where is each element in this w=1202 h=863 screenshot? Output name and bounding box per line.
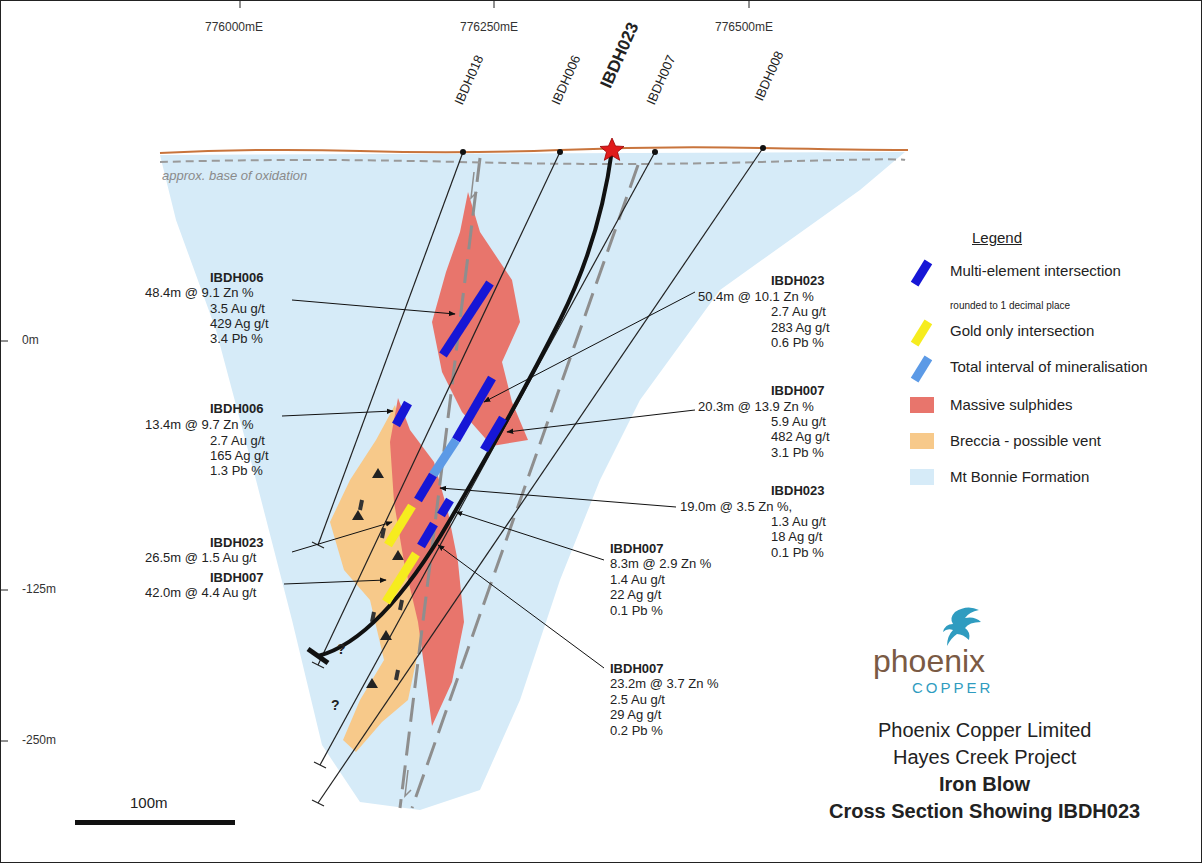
legend-swatch bbox=[910, 397, 934, 413]
legend-swatch bbox=[911, 320, 932, 347]
map-label: IBDH006 bbox=[210, 270, 263, 285]
map-label: 0.6 Pb % bbox=[771, 335, 824, 350]
map-label: approx. base of oxidation bbox=[162, 168, 307, 183]
map-label: 482 Ag g/t bbox=[771, 429, 830, 444]
map-label: IBDH007 bbox=[610, 541, 663, 556]
map-label: IBDH007 bbox=[610, 661, 663, 676]
legend-text: Massive sulphides bbox=[950, 396, 1073, 413]
legend-text: Total interval of mineralisation bbox=[950, 358, 1148, 375]
drill-hole-label: IBDH006 bbox=[548, 52, 583, 106]
map-label: 18 Ag g/t bbox=[771, 529, 822, 544]
legend-swatch bbox=[911, 260, 932, 287]
map-label: 2.7 Au g/t bbox=[210, 433, 265, 448]
map-label: -125m bbox=[22, 582, 56, 597]
map-label: -250m bbox=[22, 733, 56, 748]
map-label: 19.0m @ 3.5 Zn %, bbox=[680, 499, 792, 514]
map-label: 26.5m @ 1.5 Au g/t bbox=[145, 550, 256, 565]
legend-swatch bbox=[911, 356, 932, 383]
map-label: 29 Ag g/t bbox=[610, 707, 661, 722]
map-label: IBDH007 bbox=[771, 383, 824, 398]
map-label: 776000mE bbox=[205, 20, 263, 35]
map-label: IBDH006 bbox=[210, 401, 263, 416]
map-label: 0.2 Pb % bbox=[610, 723, 663, 738]
map-label: 42.0m @ 4.4 Au g/t bbox=[145, 585, 256, 600]
map-label: Iron Blow bbox=[939, 772, 1030, 796]
map-label: 3.5 Au g/t bbox=[210, 301, 265, 316]
legend-text: Gold only intersection bbox=[950, 322, 1094, 339]
drill-hole-label: IBDH008 bbox=[751, 48, 786, 102]
legend-swatch bbox=[910, 433, 934, 449]
map-label: 1.3 Pb % bbox=[210, 463, 263, 478]
drill-hole-label: IBDH018 bbox=[451, 52, 486, 106]
map-label: ? bbox=[337, 642, 346, 657]
map-label: IBDH023 bbox=[771, 273, 824, 288]
map-label: 100m bbox=[130, 795, 168, 810]
map-label: 48.4m @ 9.1 Zn % bbox=[145, 285, 254, 300]
map-label: 165 Ag g/t bbox=[210, 448, 269, 463]
map-label: 429 Ag g/t bbox=[210, 316, 269, 331]
legend-swatch bbox=[910, 469, 934, 485]
map-label: rounded to 1 decimal place bbox=[950, 298, 1070, 313]
map-label: 776250mE bbox=[460, 20, 518, 35]
map-label: IBDH023 bbox=[210, 535, 263, 550]
drill-hole-label: IBDH023 bbox=[597, 20, 643, 92]
map-label: 2.5 Au g/t bbox=[610, 692, 665, 707]
map-label: 8.3m @ 2.9 Zn % bbox=[610, 556, 711, 571]
map-label: 283 Ag g/t bbox=[771, 320, 830, 335]
map-label: 23.2m @ 3.7 Zn % bbox=[610, 676, 719, 691]
map-label: 1.3 Au g/t bbox=[771, 514, 826, 529]
map-label: 1.4 Au g/t bbox=[610, 572, 665, 587]
map-label: Cross Section Showing IBDH023 bbox=[829, 799, 1140, 823]
map-label: 13.4m @ 9.7 Zn % bbox=[145, 417, 254, 432]
map-label: Legend bbox=[972, 230, 1022, 245]
drill-hole-label: IBDH007 bbox=[643, 52, 678, 106]
map-label: 0.1 Pb % bbox=[610, 603, 663, 618]
map-label: IBDH023 bbox=[771, 483, 824, 498]
map-label: 0.1 Pb % bbox=[771, 545, 824, 560]
map-label: COPPER bbox=[912, 680, 993, 695]
map-label: 2.7 Au g/t bbox=[771, 304, 826, 319]
map-label: ? bbox=[331, 698, 340, 713]
map-label: 5.9 Au g/t bbox=[771, 414, 826, 429]
map-label: IBDH007 bbox=[210, 570, 263, 585]
legend-text: Mt Bonnie Formation bbox=[950, 468, 1089, 485]
map-label: 22 Ag g/t bbox=[610, 587, 661, 602]
map-label: 776500mE bbox=[715, 20, 773, 35]
map-label: Hayes Creek Project bbox=[893, 745, 1076, 769]
map-label: 0m bbox=[22, 333, 39, 348]
map-label: phoenix bbox=[873, 644, 985, 678]
legend-text: Breccia - possible vent bbox=[950, 432, 1101, 449]
map-label: 3.1 Pb % bbox=[771, 445, 824, 460]
map-label: 3.4 Pb % bbox=[210, 331, 263, 346]
map-label: 20.3m @ 13.9 Zn % bbox=[698, 399, 814, 414]
map-label: Phoenix Copper Limited bbox=[878, 718, 1091, 742]
map-label: 50.4m @ 10.1 Zn % bbox=[698, 289, 814, 304]
legend-text: Multi-element intersection bbox=[950, 262, 1121, 279]
